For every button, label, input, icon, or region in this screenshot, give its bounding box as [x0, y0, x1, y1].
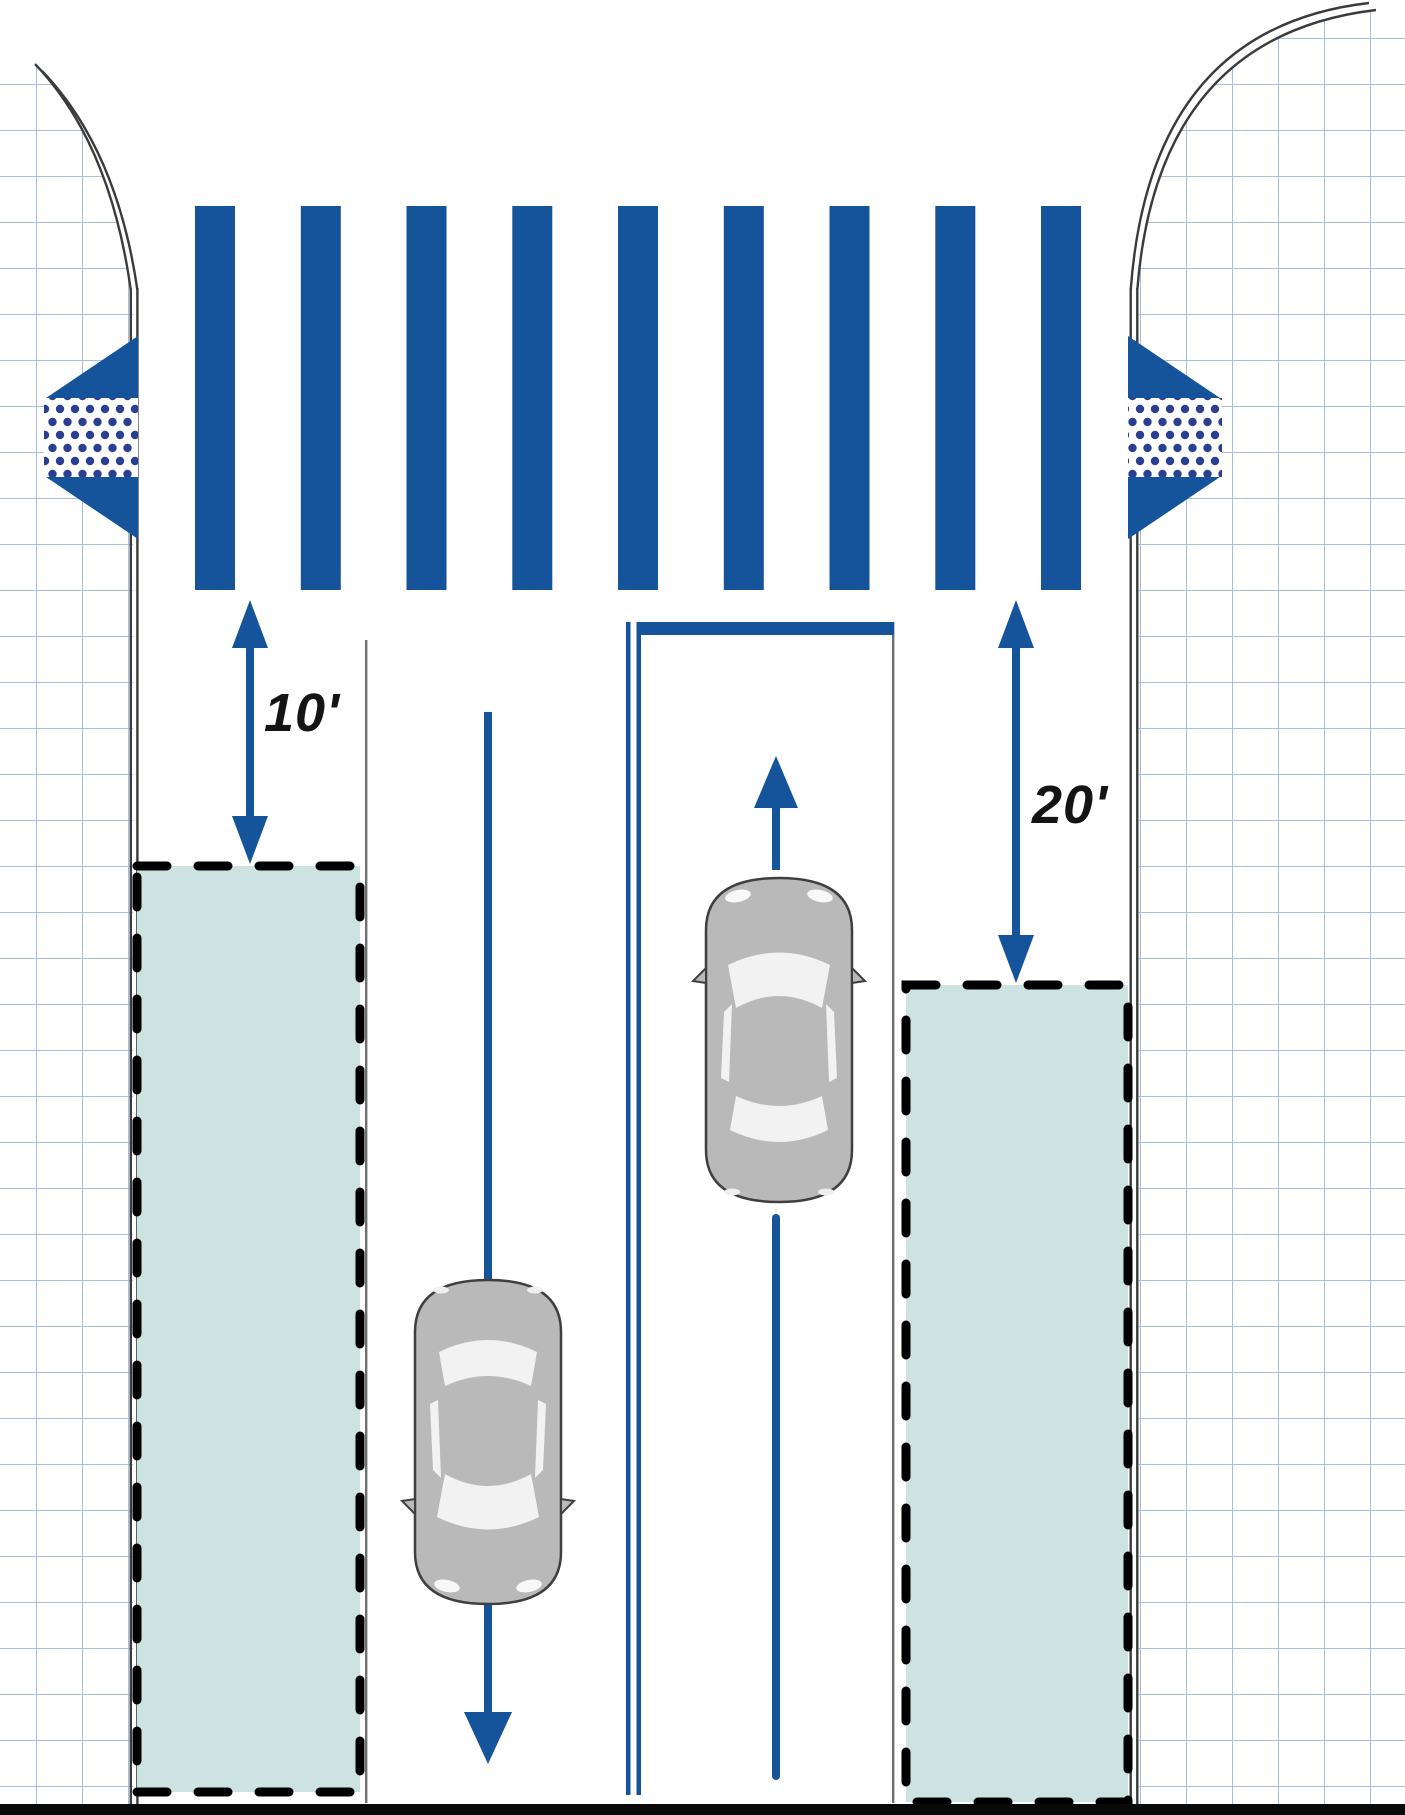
right-corner-curb-curve-inner	[1136, 8, 1377, 291]
bottom-border-bar	[0, 1804, 1405, 1815]
parking-lane-line-right	[892, 622, 895, 1803]
southbound-travel-arrow	[464, 712, 512, 1764]
crosswalk-stripe	[618, 206, 658, 590]
crosswalk-stripe	[935, 206, 976, 590]
right-corner-curb-curve-outer	[1129, 1, 1370, 291]
stop-bar	[638, 622, 894, 635]
left-curb-line-inner	[129, 288, 132, 1804]
left-corner-street-area	[35, 0, 133, 290]
left-sidewalk-grid	[0, 58, 133, 1804]
no-parking-zone-right-box	[901, 980, 1133, 1807]
left-corner-curb-curve-inner	[41, 70, 139, 291]
northbound-lane-trailing-line	[772, 1214, 780, 1780]
dimension-arrow-20ft	[998, 600, 1034, 983]
dimension-arrow-10ft-head-top	[232, 600, 268, 648]
parking-lane-line-left	[365, 640, 368, 1803]
lane-markings	[365, 622, 895, 1803]
northbound-arrowhead	[754, 756, 798, 808]
right-curb-ramp-lower-flare	[1128, 477, 1220, 539]
no-parking-zone-left-box	[132, 861, 365, 1797]
crosswalk-stripe	[723, 206, 764, 590]
dimension-arrow-10ft-head-bottom	[232, 816, 268, 864]
northbound-arrow-shaft	[772, 804, 780, 870]
right-curb-ramp	[1128, 336, 1222, 539]
no-parking-zone-left	[132, 861, 365, 1797]
right-curb-line-inner	[1129, 288, 1132, 1804]
right-sidewalk-grid	[1136, 0, 1405, 1804]
crosswalk-stripe	[829, 206, 870, 590]
car-northbound	[691, 876, 867, 1204]
crosswalk	[195, 206, 1081, 590]
centerline-right-stroke	[636, 622, 641, 1795]
setback-label-20ft: 20'	[1032, 775, 1108, 835]
crosswalk-stripe	[406, 206, 447, 590]
dimension-arrow-10ft	[232, 600, 268, 864]
crosswalk-stripe	[512, 206, 553, 590]
right-corner-street-area	[1136, 0, 1376, 290]
no-parking-zone-right	[901, 980, 1133, 1807]
crosswalk-stripe	[300, 206, 341, 590]
right-curb-ramp-upper-flare	[1128, 336, 1220, 398]
right-curb-line-outer	[1136, 288, 1139, 1804]
crosswalk-stripe	[1041, 206, 1081, 590]
right-sidewalk	[1129, 0, 1405, 1804]
left-sidewalk	[0, 0, 139, 1804]
left-curb-ramp-lower-flare	[46, 477, 138, 539]
right-curb-ramp-detectable-warning	[1128, 398, 1222, 477]
dimension-arrow-20ft-head-top	[998, 600, 1034, 648]
left-curb-ramp-upper-flare	[46, 336, 138, 398]
setback-label-10ft: 10'	[264, 683, 340, 743]
southbound-arrowhead	[464, 1712, 512, 1764]
car-southbound	[400, 1278, 576, 1606]
left-curb-ramp	[44, 336, 138, 539]
centerline-left-stroke	[626, 622, 631, 1795]
dimension-arrow-10ft-shaft	[246, 636, 254, 828]
crosswalk-stripe	[195, 206, 235, 590]
southbound-arrow-shaft	[484, 712, 492, 1714]
dimension-arrow-20ft-shaft	[1012, 636, 1020, 948]
northbound-travel-arrow	[754, 756, 798, 1780]
left-curb-ramp-detectable-warning	[44, 398, 138, 477]
dimension-arrow-20ft-head-bottom	[998, 935, 1034, 983]
